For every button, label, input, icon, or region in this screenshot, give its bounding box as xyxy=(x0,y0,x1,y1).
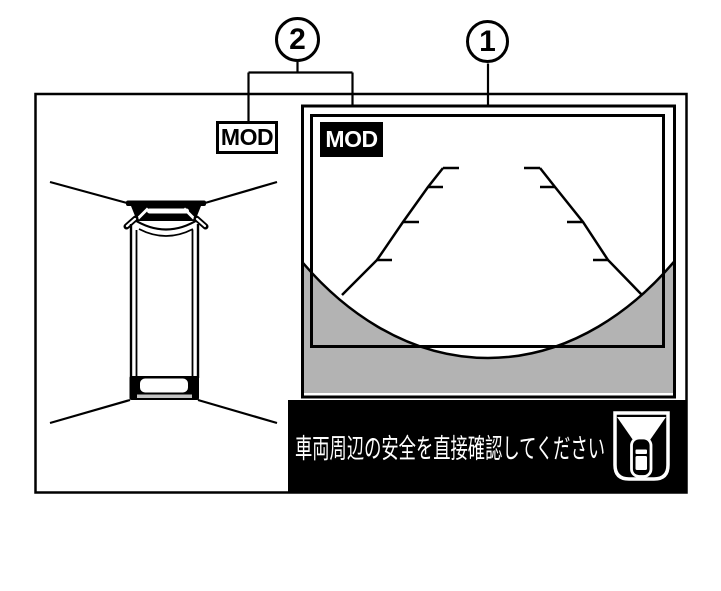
mod-indicator-legend: MOD xyxy=(216,121,278,154)
callout-1: 1 xyxy=(466,20,509,63)
callout-2: 2 xyxy=(275,17,320,62)
front-camera-view-icon xyxy=(613,411,670,481)
camera-cone-icon xyxy=(617,417,666,440)
mod-detection-frame xyxy=(310,114,665,348)
fisheye-view-arc xyxy=(304,107,673,360)
warning-text: 車両周辺の安全を直接確認してください xyxy=(295,434,606,464)
vehicle-icon xyxy=(630,436,653,478)
callout-2-number: 2 xyxy=(289,22,306,56)
mod-indicator-legend-text: MOD xyxy=(220,124,274,150)
view-boundary-lines xyxy=(49,180,278,425)
mod-indicator-onscreen: MOD xyxy=(320,122,383,157)
mod-indicator-onscreen-text: MOD xyxy=(325,126,378,152)
side-mirrors xyxy=(123,215,209,230)
icon-badge-outline xyxy=(613,411,670,481)
right-guide-line xyxy=(524,166,643,296)
callout-1-number: 1 xyxy=(479,24,496,58)
warning-bar: 車両周辺の安全を直接確認してください xyxy=(288,400,686,493)
left-guide-line xyxy=(341,166,459,296)
camera-view xyxy=(301,104,676,399)
vehicle-top-view xyxy=(123,200,209,400)
top-down-view xyxy=(49,180,278,425)
